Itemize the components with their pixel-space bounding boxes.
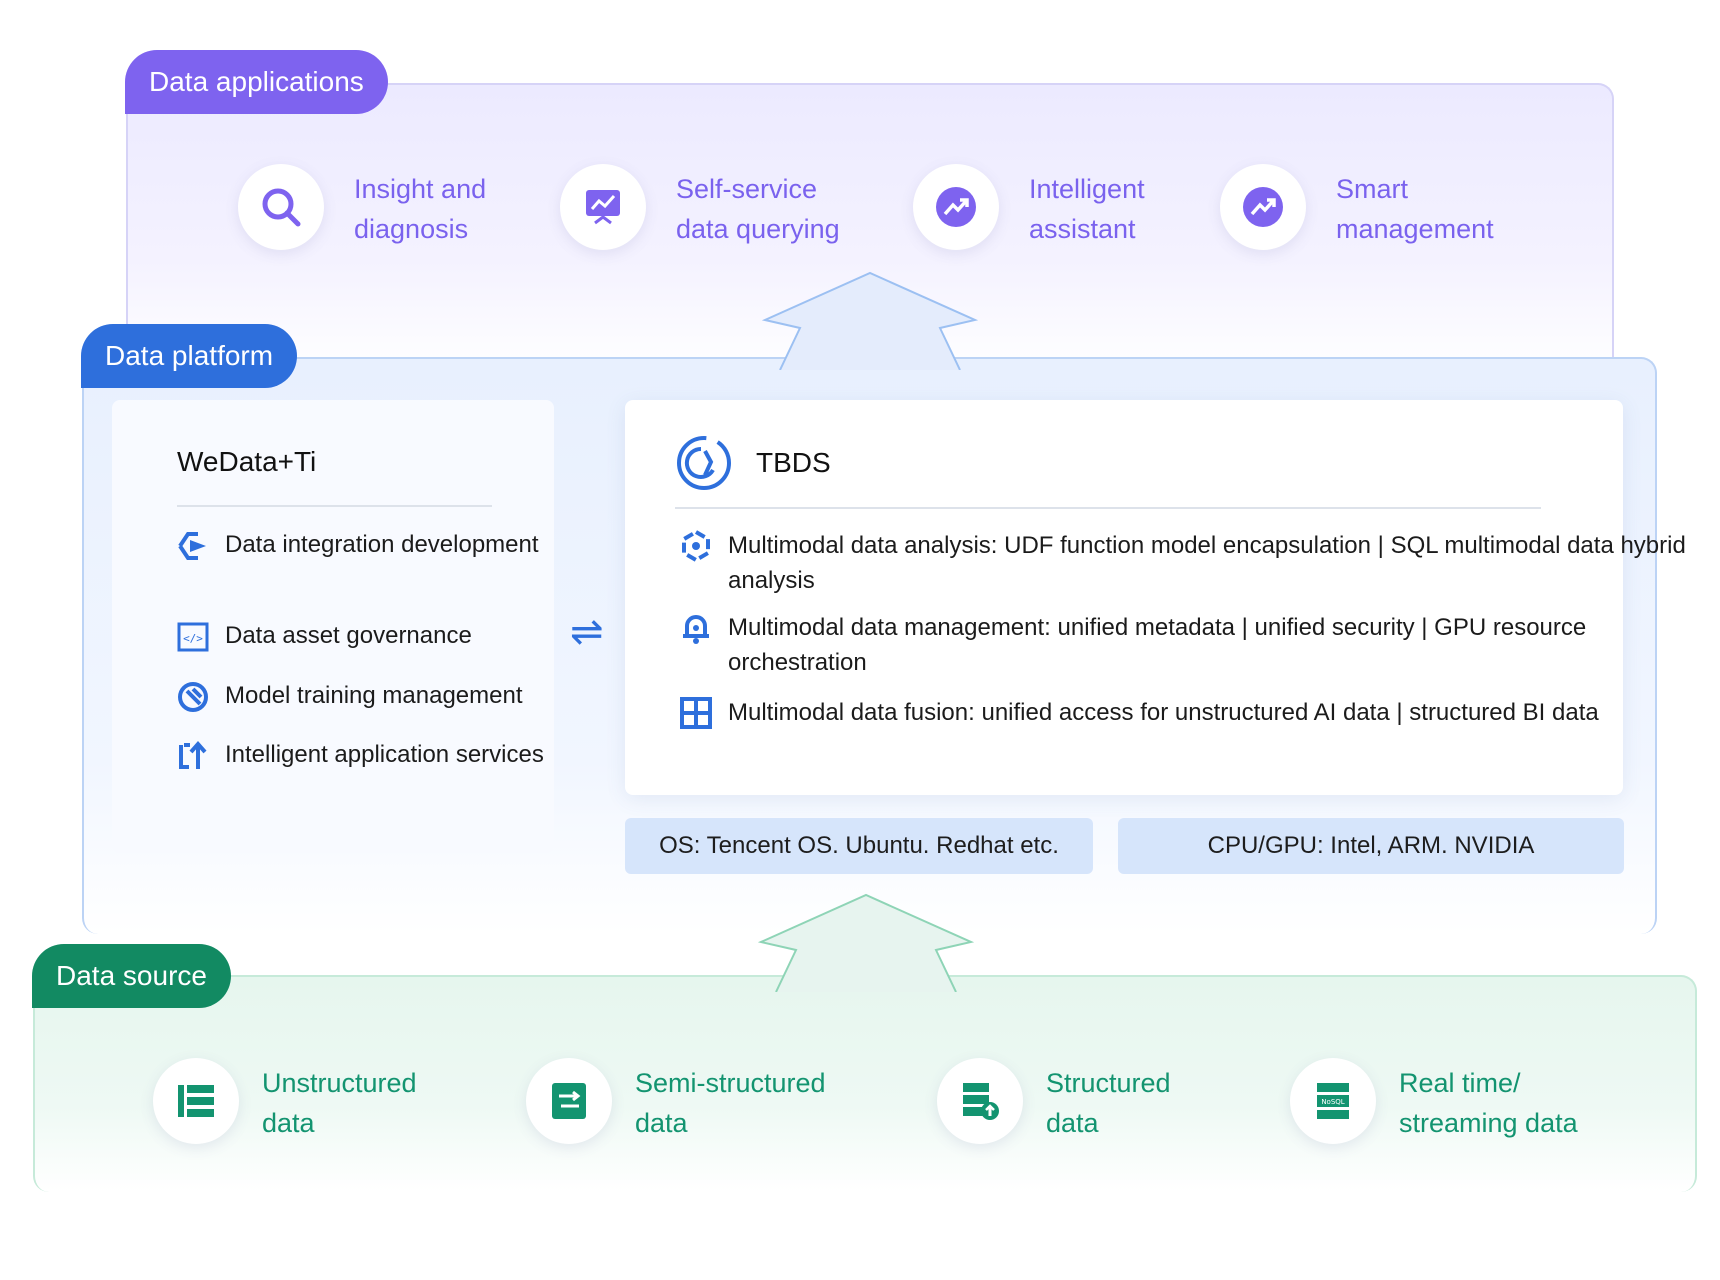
app-services-icon [179,740,207,769]
trend-up-icon [936,187,976,227]
tbds-item-analysis: Multimodal data analysis: UDF function m… [728,532,1686,594]
wedata-item-model-training: Model training management [225,682,523,709]
tbds-item-fusion: Multimodal data fusion: unified access f… [728,699,1599,726]
data-applications-tag: Data applications [125,50,388,114]
model-training-icon [178,682,208,712]
wedata-title: WeData+Ti [177,446,317,477]
up-arrow-source-to-platform [757,893,975,992]
tbds-card [625,400,1623,795]
source-item-semi-structured: Semi-structured data [635,1068,826,1138]
self-service-icon-circle [560,164,646,250]
wedata-card [112,400,554,853]
tbds-item-management: Multimodal data management: unified meta… [728,614,1587,676]
up-arrow-platform-to-apps [761,271,979,370]
app-item-intelligent-assistant: Intelligent assistant [1029,174,1145,244]
wedata-item-integration: Data integration development [225,531,539,558]
smart-management-icon-circle [1220,164,1306,250]
nosql-server-icon: NoSQL [1317,1083,1349,1119]
app-item-smart-management: Smart management [1336,174,1494,244]
wedata-item-app-services: Intelligent application services [225,741,544,768]
app-item-self-service: Self-service data querying [676,174,840,244]
insight-diagnosis-icon-circle [238,164,324,250]
database-upload-icon [963,1083,999,1120]
source-item-streaming: Real time/ streaming data [1399,1068,1578,1138]
unstructured-icon-circle [153,1058,239,1144]
source-item-structured: Structured data [1046,1068,1171,1138]
grid-icon [680,697,712,729]
streaming-icon-circle: NoSQL [1290,1058,1376,1144]
app-item-insight-diagnosis: Insight and diagnosis [354,174,487,244]
svg-text:</>: </> [183,632,203,645]
list-icon [178,1085,214,1117]
source-item-unstructured: Unstructured data [262,1068,417,1138]
data-platform-tag: Data platform [81,324,298,388]
exchange-arrows-icon: ⇌ [570,610,604,654]
os-bar: OS: Tencent OS. Ubuntu. Redhat etc. [625,818,1093,874]
cpu-gpu-bar: CPU/GPU: Intel, ARM. NVIDIA [1118,818,1624,874]
analysis-icon [682,529,710,563]
nosql-icon-label: NoSQL [1321,1098,1344,1106]
trend-up-icon [1243,187,1283,227]
semi-structured-icon-circle [526,1058,612,1144]
intelligent-assistant-icon-circle [913,164,999,250]
structured-icon-circle [937,1058,1023,1144]
code-window-icon: </> [177,622,209,652]
tbds-logo-icon [677,436,731,490]
transfer-icon [552,1083,586,1119]
search-icon [262,188,301,227]
data-source-tag: Data source [32,944,231,1008]
bell-icon [683,615,709,644]
wedata-divider [177,505,492,507]
integration-icon [178,532,206,560]
chart-board-icon [586,190,620,225]
tbds-divider [675,507,1541,509]
tbds-title: TBDS [756,447,831,478]
wedata-item-asset-governance: Data asset governance [225,622,472,649]
